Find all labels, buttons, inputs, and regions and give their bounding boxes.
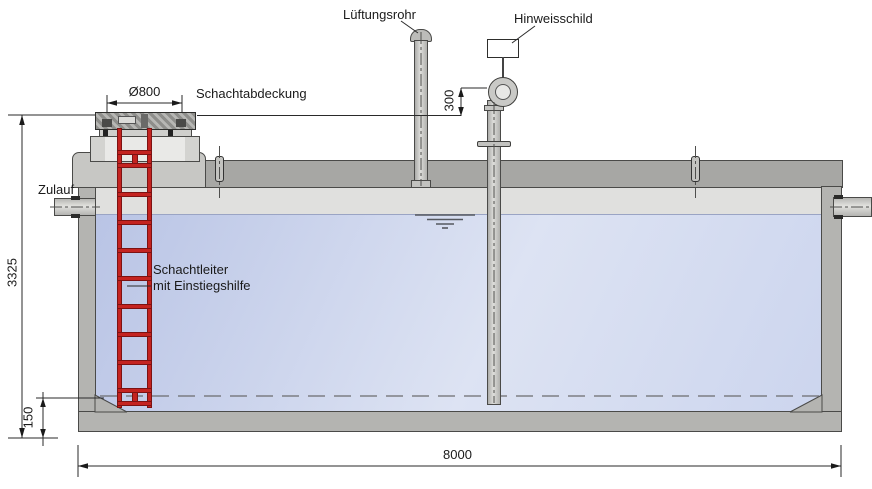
pipe-elbow-bore	[495, 84, 511, 100]
outlet-gasket-top	[834, 195, 843, 199]
cover-detail-slot	[118, 116, 136, 124]
outlet-pipe	[833, 197, 872, 217]
shaft-ring	[99, 129, 192, 137]
ladder-rung	[117, 360, 152, 365]
ladder-rung	[117, 192, 152, 197]
lifting-anchor-right	[691, 156, 700, 182]
dim-bottom-clearance: 150	[20, 406, 36, 429]
dim-overall-depth: 3325	[4, 258, 20, 287]
tank-left-wall	[78, 186, 96, 432]
label-shaft-cover: Schachtabdeckung	[196, 86, 307, 101]
water-body	[95, 214, 822, 413]
cover-detail-lug-left	[102, 119, 112, 127]
label-vent-pipe: Lüftungsrohr	[343, 7, 416, 22]
label-inlet: Zulauf	[38, 182, 75, 197]
ladder-rung	[117, 388, 152, 393]
dim-cover-diameter: Ø800	[128, 84, 161, 99]
lifting-anchor-left	[215, 156, 224, 182]
ladder-rail-right	[147, 128, 152, 408]
ladder-rung	[117, 150, 152, 155]
inlet-gasket-top	[71, 196, 80, 200]
vent-pipe	[414, 40, 428, 188]
info-sign-board	[487, 39, 519, 58]
ladder-rung	[117, 163, 152, 168]
label-info-sign: Hinweisschild	[514, 11, 593, 26]
riser-flange	[477, 141, 511, 147]
headspace-air	[95, 188, 822, 215]
label-shaft-ladder-line2: mit Einstiegshilfe	[153, 278, 251, 293]
tank-right-wall	[821, 186, 842, 432]
sign-post	[502, 57, 504, 78]
tank-floor	[78, 411, 842, 432]
ladder-rail-left	[117, 128, 122, 408]
inlet-gasket-bottom	[71, 214, 80, 218]
ladder-rung	[117, 248, 152, 253]
ladder-rung	[117, 276, 152, 281]
cover-detail-lug-right	[176, 119, 186, 127]
dim-sign-outlet-height: 300	[441, 89, 457, 112]
ladder-rung	[117, 332, 152, 337]
shaft-ring-bolt-right	[168, 130, 173, 136]
shaft-ring-bolt-left	[103, 130, 108, 136]
label-shaft-ladder-line1: Schachtleiter	[153, 262, 229, 277]
ladder-rung	[117, 304, 152, 309]
cover-detail-stem	[141, 114, 148, 128]
outlet-gasket-bottom	[834, 215, 843, 219]
vent-pipe-foot	[411, 180, 431, 188]
ladder-rung	[117, 401, 152, 406]
ladder-rung	[117, 220, 152, 225]
dim-overall-length: 8000	[443, 447, 472, 462]
